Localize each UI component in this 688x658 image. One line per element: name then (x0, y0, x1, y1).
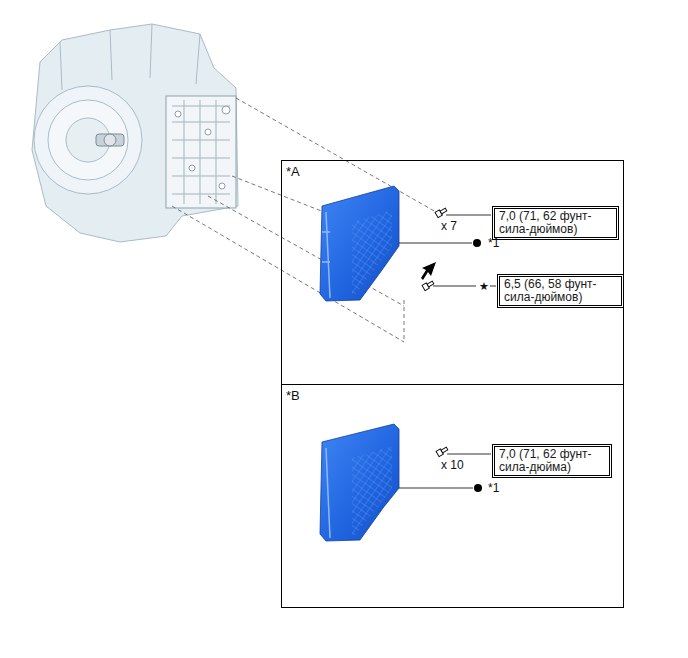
transmission (32, 24, 238, 242)
projection-lines (172, 98, 436, 342)
panel-letter: *B (286, 388, 300, 403)
callout-number: *1 (488, 481, 499, 495)
figure-panel: *A 7,0 (71, 62 фунт-сила-дюймов) 6,5 (66, … (281, 160, 624, 385)
torque-value: 7,0 (71, 62 фунт-сила-дюйма) (499, 448, 605, 474)
oil-pan (320, 424, 399, 541)
bolt (435, 207, 448, 218)
bolt (422, 280, 435, 291)
quantity-label: x 7 (441, 219, 457, 233)
leader-lines (399, 215, 496, 488)
oil-pan (320, 186, 399, 301)
torque-spec: 6,5 (66, 58 фунт-сила-дюймов) (497, 274, 624, 308)
symbol-mark: ★ (479, 279, 489, 293)
bolt (436, 446, 449, 457)
pointer-arrow (421, 262, 436, 280)
torque-spec: 7,0 (71, 62 фунт-сила-дюйма) (492, 444, 612, 478)
marker-dot (473, 239, 481, 247)
figure-panel: *B 7,0 (71, 62 фунт-сила-дюйма) (281, 384, 624, 608)
quantity-label: x 10 (441, 458, 464, 472)
torque-value: 6,5 (66, 58 фунт-сила-дюймов) (504, 278, 617, 304)
callout-number: *1 (488, 236, 499, 250)
marker-dot (474, 484, 482, 492)
torque-spec: 7,0 (71, 62 фунт-сила-дюймов) (492, 206, 619, 240)
torque-value: 7,0 (71, 62 фунт-сила-дюймов) (499, 210, 612, 236)
panel-letter: *A (286, 164, 300, 179)
